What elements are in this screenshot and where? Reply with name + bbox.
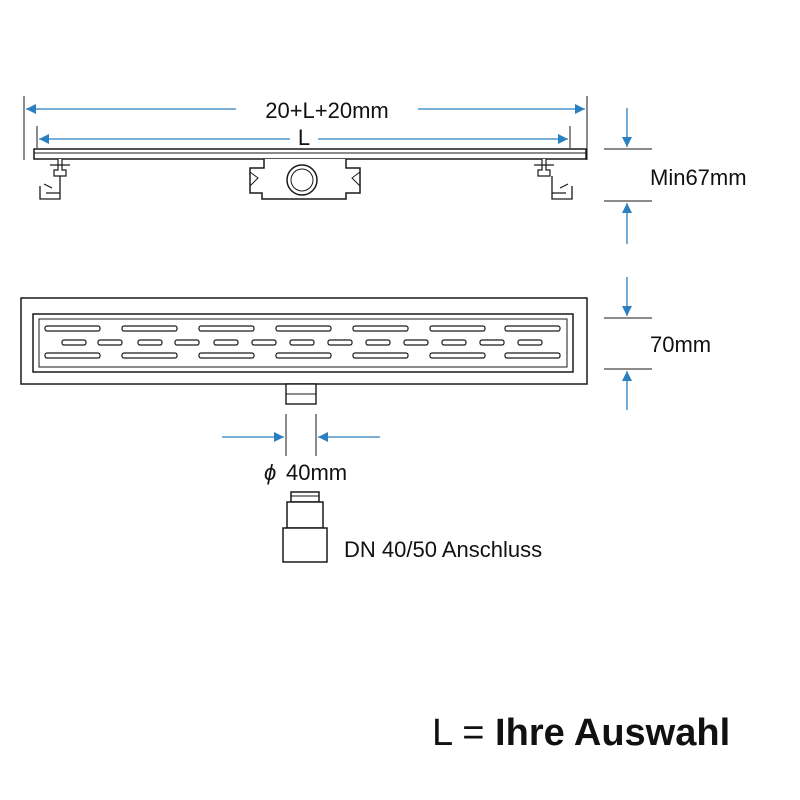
top-view [20,297,588,405]
right-adjustable-foot [534,159,573,200]
length-dimension: L [39,125,568,150]
outlet-diameter-symbol: ϕ [264,460,276,485]
legend-text: Ihre Auswahl [495,712,731,754]
overall-length-dimension: 20+L+20mm [26,98,585,123]
legend-symbol: L = [432,712,485,754]
length-label: L [298,125,310,150]
width-label: 70mm [650,332,711,357]
connector-fitting [282,491,328,563]
width-dimension: 70mm [604,277,711,410]
connector-label: DN 40/50 Anschluss [344,537,542,562]
height-dimension: Min67mm [604,108,747,244]
left-adjustable-foot [39,159,70,200]
length-legend: L = Ihre Auswahl [432,712,730,755]
outlet-diameter-dimension: ϕ 40mm [222,414,380,485]
grate-slots [44,325,561,359]
outlet-diameter-label: 40mm [286,460,347,485]
side-view [23,96,588,200]
overall-length-label: 20+L+20mm [265,98,389,123]
height-label: Min67mm [650,165,747,190]
